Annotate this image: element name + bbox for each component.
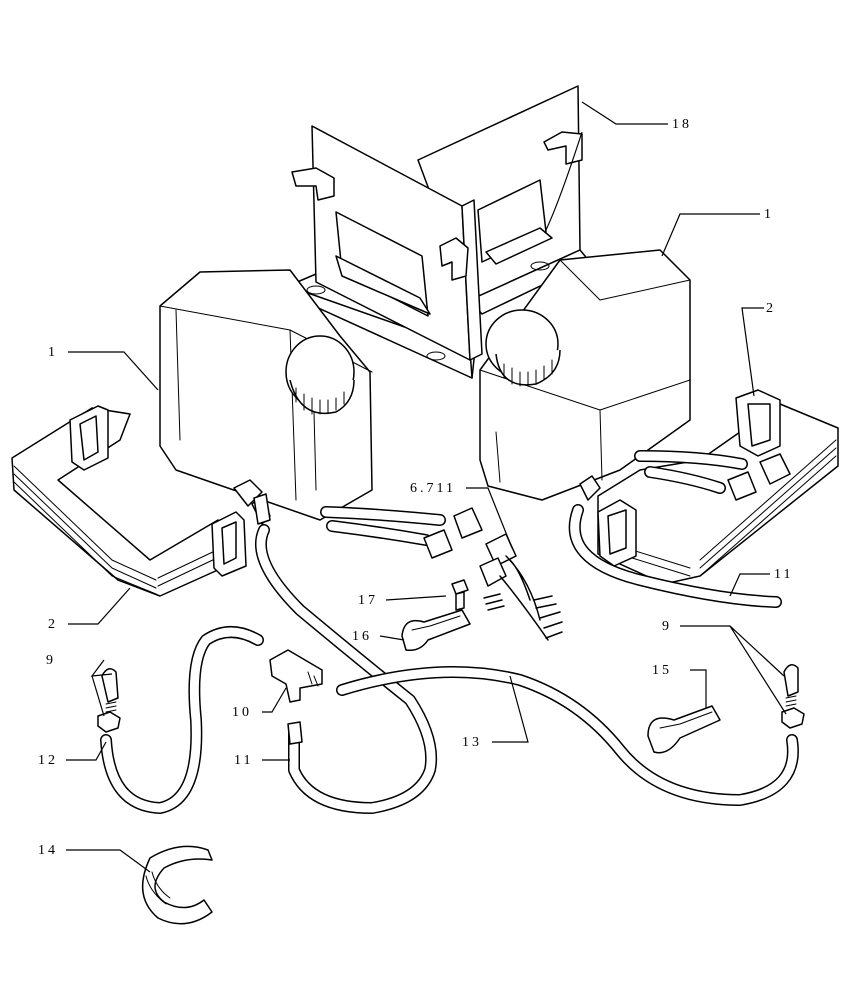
callout-17: 17 [358, 593, 378, 608]
callout-9-right: 9 [662, 619, 672, 634]
callout-18: 18 [672, 117, 692, 132]
callout-2-right: 2 [766, 301, 776, 316]
callout-6711: 6.711 [410, 481, 456, 496]
clamp-14 [141, 845, 213, 925]
bolt [451, 579, 469, 611]
hoses [100, 493, 799, 814]
tee-connector [269, 649, 323, 703]
callout-1-left: 1 [48, 345, 58, 360]
callout-leaders [66, 101, 787, 873]
clip-15 [647, 705, 721, 754]
wiring-harness [320, 450, 791, 641]
clip-16 [401, 609, 471, 652]
reservoir-right [479, 249, 691, 501]
callout-9-left: 9 [46, 653, 56, 668]
callout-11-left: 11 [234, 753, 253, 768]
callout-11-right: 11 [774, 567, 793, 582]
callout-1-right: 1 [764, 207, 774, 222]
callout-12: 12 [38, 753, 58, 768]
callout-15: 15 [652, 663, 672, 678]
callout-16: 16 [352, 629, 372, 644]
nozzle-left [97, 668, 121, 733]
strap-right [597, 389, 839, 585]
callout-10: 10 [232, 705, 252, 720]
mounting-bracket [287, 85, 591, 379]
callout-13: 13 [462, 735, 482, 750]
nozzle-right [781, 664, 805, 729]
callout-14: 14 [38, 843, 58, 858]
callout-labels: 18 1 1 2 2 6.711 11 17 16 9 9 15 10 13 1… [38, 117, 793, 858]
callout-2-left: 2 [48, 617, 58, 632]
strap-left [11, 405, 247, 597]
